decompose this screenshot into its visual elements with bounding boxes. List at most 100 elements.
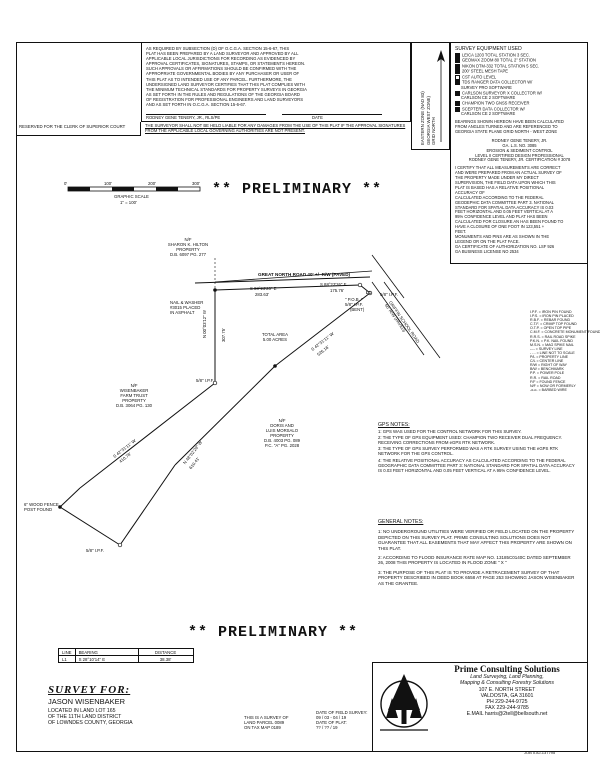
- cert-line: SUCH APPROVALS OR AFFIRMATIONS SHOULD BE…: [146, 66, 297, 72]
- checkbox-icon: [455, 69, 460, 75]
- mid-pin-marker: [212, 380, 218, 386]
- date-line: 09 / 03 - 04 / 19: [316, 715, 347, 720]
- equipment-item: CARLSON CE 2 SOFTWARE: [455, 95, 584, 101]
- road-label: GREAT NORTH ROAD 40' +/- R/W (PAVED): [258, 272, 351, 277]
- checkbox-icon: [455, 106, 460, 112]
- boundary-north: [214, 284, 361, 291]
- legend-item: P.K.N. = P.K. NAIL FOUND: [530, 338, 573, 343]
- equipment-item: TDS RANGER DATA COLLECTOR W/: [455, 80, 584, 86]
- gps-notes: GPS NOTES: 1: GPS WAS USED FOR THE CONTR…: [378, 422, 578, 473]
- cert-line: HAVE A CLOSURE OF ONE FOOT IN 123,551 +: [455, 224, 545, 230]
- cert-line: MONUMENTS AND PINS ARE AS SHOWN IN THE: [455, 234, 550, 240]
- cert-line: GEODEPHIC DATA COMMITTEE PART 3. NATIONA…: [455, 199, 554, 205]
- equipment-item: SCEPTER DATA COLLECTOR W/: [455, 106, 584, 112]
- legend-item: N/F = NOW OR FORMERLY: [530, 383, 576, 388]
- owner-line: PROPERTY: [122, 398, 146, 403]
- legend-item: -o-o- = BARBED WIRE: [530, 387, 567, 392]
- equipment-title: SURVEY EQUIPMENT USED: [455, 46, 522, 52]
- equipment-item: CARLSON CE 2 SOFTWARE: [455, 111, 584, 117]
- equipment-item: LEICA 1203 TOTAL STATION 3 SEC.: [455, 53, 584, 58]
- general-note: 1: NO UNDERGROUND UTILITIES WERE VERIFIE…: [378, 529, 575, 551]
- pob-label: " P.O.B. ": [345, 297, 363, 302]
- equipment-label: NIKON DTM-332 TOTAL STATION 5 SEC.: [462, 63, 540, 69]
- north-call-2: S 88°23'26" E: [320, 282, 347, 287]
- gps-notes-title: GPS NOTES:: [378, 422, 410, 428]
- cert-line: LEGEND OR ON THE PLAT FACE.: [455, 238, 520, 244]
- general-notes: GENERAL NOTES: 1: NO UNDERGROUND UTILITI…: [378, 519, 578, 586]
- boundary-diagonal-north: [274, 292, 371, 367]
- scale-ratio: 1" = 100': [120, 200, 137, 205]
- table-header: LINE: [58, 648, 76, 656]
- fence-line: POST FOUND: [24, 507, 53, 512]
- scale-tick: 200': [148, 181, 156, 186]
- equipment-item: NIKON DTM-332 TOTAL STATION 5 SEC.: [455, 64, 584, 69]
- general-notes-title: GENERAL NOTES:: [378, 519, 424, 525]
- cert-line: FEET HORIZONTAL AND 0.05 FEET VERTICAL A…: [455, 209, 553, 215]
- equipment-list: LEICA 1203 TOTAL STATION 3 SEC.GEOMAX ZO…: [455, 53, 584, 117]
- sig-line: RODNEY GENE TENERY, JR. CERTIFICATION # …: [468, 157, 571, 163]
- cert-line: CALCULATED FOR CLOSURE AN HAS BEEN FOUND…: [455, 219, 564, 225]
- cert-line: UNDERSIGNED LAND SURVEYOR CERTIFIES THAT…: [146, 81, 305, 87]
- location-lines: LOCATED IN LAND LOT 165 OF THE 11TH LAND…: [48, 708, 133, 726]
- parcel-line: ON TAX MAP 0189: [244, 725, 281, 730]
- road2-edge: [383, 281, 441, 359]
- parcel-line: THIS IS A SURVEY OF: [244, 715, 289, 720]
- owner-line: LUIS MORSALO: [265, 428, 299, 433]
- north-owner: N/F SHARON K. HILTON PROPERTY D.B. 6097 …: [158, 237, 218, 257]
- date-line: DATE OF FIELD SURVEY:: [316, 710, 368, 715]
- sig-line: EROSION & SEDIMENT CONTROL: [486, 147, 553, 153]
- north-dist-2: 175.76': [330, 288, 344, 293]
- legend-item: F/F = FOUND FENCE: [530, 379, 566, 384]
- cert-line: AS SET FORTH IN THE RULES AND REGULATION…: [146, 91, 300, 97]
- scale-bar: [67, 186, 201, 192]
- nail-line: #3015 PLACED: [170, 305, 201, 310]
- owner-line: WISENBAKER: [119, 388, 149, 393]
- cert-line: I CERTIFY THAT ALL MEASUREMENTS ARE CORR…: [455, 165, 561, 171]
- company-phone: PH 229-244-9725: [486, 698, 528, 705]
- equipment-item: SURVEY PRO SOFTWARE: [455, 84, 584, 91]
- legend-item: O.T.P. = OPEN TOP PIPE: [530, 326, 572, 331]
- pob-pin-sub: (BENT): [350, 307, 365, 312]
- general-notes-list: 1: NO UNDERGROUND UTILITIES WERE VERIFIE…: [378, 529, 578, 586]
- legend-item: P.P. = POWER POLE: [530, 371, 565, 376]
- survey-for-heading: SURVEY FOR:: [48, 684, 131, 696]
- scale-tick: 300': [192, 181, 200, 186]
- mid-pin-label: 5/8" I.P.F.: [196, 378, 214, 383]
- bearing-line: BEARINGS SHOWN HEREON HAVE BEEN CALCULAT…: [455, 119, 564, 125]
- legend-item: R/W = RIGHT OF WAY: [530, 363, 567, 368]
- legend-item: ---- = SURVEY LINE: [530, 346, 563, 351]
- west-call: N 00°03'12" W: [202, 310, 207, 338]
- equipment-label: GEOMAX ZOOM 80 TOTAL 2" STATION: [462, 58, 536, 64]
- location-line: OF LOWNDES COUNTY, GEORGIA: [48, 720, 133, 726]
- gps-note: 2: THE TYPE OF GPS EQUIPMENT USED: CHAMP…: [378, 435, 563, 446]
- equipment-item: CST AUTO LEVEL: [455, 75, 584, 80]
- survey-for-block: SURVEY FOR: JASON WISENBAKER LOCATED IN …: [48, 684, 133, 726]
- checkbox-icon: [455, 58, 460, 64]
- legend-item: I.P.F. = IRON PIN FOUND: [530, 310, 572, 314]
- owner-line: FARM TRUST: [120, 393, 148, 398]
- table-cell: L1: [58, 655, 76, 663]
- cert-line: APPLICABLE LOCAL JURISDICTIONS FOR RECOR…: [146, 56, 296, 62]
- cert-line: THE PROPERTY MADE UNDER MY DIRECT: [455, 175, 539, 181]
- road2-edge: [371, 281, 425, 356]
- pob-pin-label: 5/8" I.P.F.: [345, 302, 363, 307]
- equipment-label: TDS RANGER DATA COLLECTOR W/: [462, 80, 533, 85]
- equipment-label: SURVEY PRO SOFTWARE: [461, 84, 512, 90]
- cert-line: FEET.: [455, 229, 467, 235]
- line-table: LINE BEARING DISTANCE L1 S 28°10'14" E 3…: [58, 648, 194, 663]
- checkbox-icon: [455, 101, 460, 107]
- boundary-diagonal-mid: [174, 365, 276, 466]
- ne-pin-label: 5/8" I.P.F.: [380, 292, 398, 297]
- legend-item: P/L = PROPERTY LINE: [530, 355, 568, 360]
- company-tagline: Mapping & Consulting Forestry Solutions: [460, 680, 554, 687]
- nail-line: IN ASPHALT: [170, 310, 195, 315]
- gps-note: 4: THE RELATIVE POSITIONAL ACCURACY AS C…: [378, 457, 575, 473]
- equipment-label: CARLSON CE 2 SOFTWARE: [461, 95, 516, 101]
- equipment-label: LEICA 1203 TOTAL STATION 3 SEC.: [462, 52, 530, 58]
- scale-tick: 100': [104, 181, 112, 186]
- cert-line: APPROVAL CERTIFICATES, SIGNATURES, STAMP…: [146, 61, 306, 67]
- north-call-1: S 88°23'26" E: [250, 286, 277, 291]
- sw-pin-marker: [117, 542, 123, 548]
- north-arrow-box: EASTERN ZONE (NAD 83) GEORGIA WEST ZONE)…: [411, 42, 450, 150]
